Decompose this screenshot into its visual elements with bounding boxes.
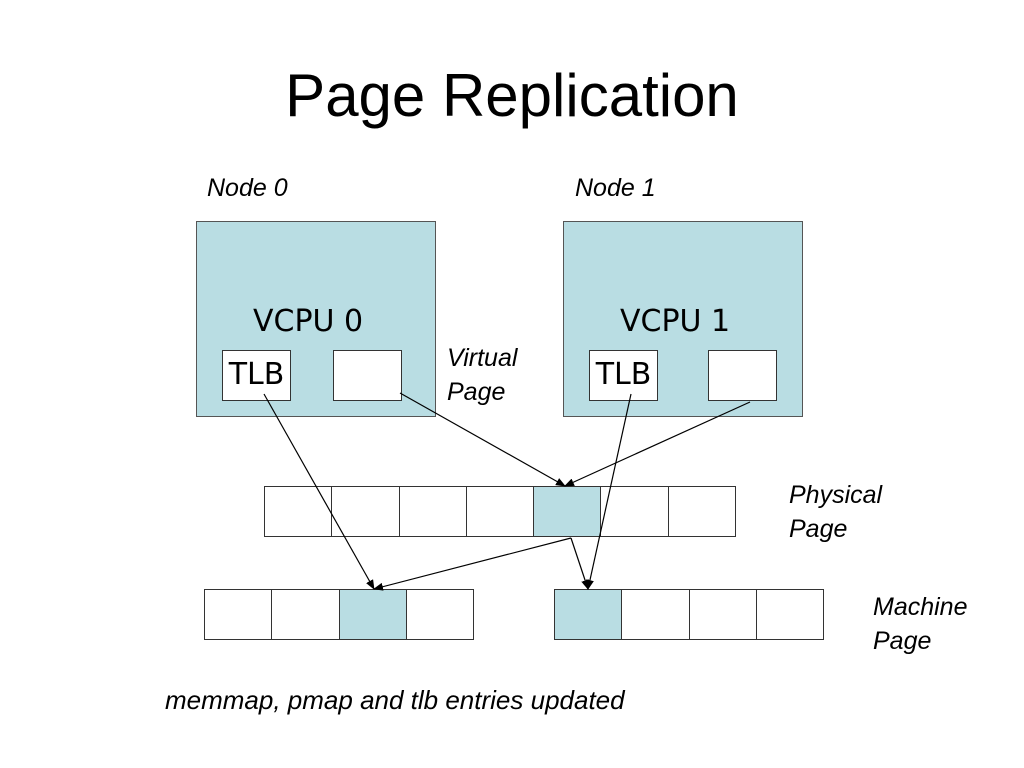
physical-page-cell [264,486,333,537]
caption: memmap, pmap and tlb entries updated [165,685,625,715]
machine-page-cell [405,589,475,640]
node-0-box: VCPU 0 TLB [196,221,436,417]
arrow-physical-to-machine-1 [570,537,589,590]
tlb-0: TLB [222,350,291,401]
slide-title: Page Replication [285,62,739,129]
node-1-box: VCPU 1 TLB [563,221,803,417]
machine-page-cell [621,589,690,640]
arrow-physical-to-machine-0 [373,537,572,591]
node-0-label: Node 0 [207,174,288,202]
machine-page-label-line2: Page [873,627,932,655]
arrow-tlb-1-to-machine [586,393,632,590]
machine-page-cell [755,589,825,640]
vcpu-1-label: VCPU 1 [620,304,731,339]
tlb-1: TLB [589,350,658,401]
machine-page-row-1 [554,589,825,640]
virtual-page-label-line1: Virtual [447,344,518,372]
virtual-page-0 [333,350,402,401]
virtual-page-1 [708,350,777,401]
physical-page-cell-highlighted [533,486,602,537]
physical-page-cell [398,486,467,537]
machine-page-cell [204,589,273,640]
machine-page-cell-highlighted [554,589,623,640]
arrow-virtual-0-to-physical [399,392,566,487]
machine-page-row-0 [204,589,475,640]
arrow-virtual-1-to-physical [564,401,751,487]
node-1-label: Node 1 [575,174,656,202]
physical-page-cell [331,486,400,537]
machine-page-label-line1: Machine [873,593,968,621]
machine-page-cell [271,589,340,640]
vcpu-0-label: VCPU 0 [253,304,364,339]
virtual-page-label-line2: Page [447,378,506,406]
machine-page-cell-highlighted [338,589,407,640]
physical-page-label-line2: Page [789,515,848,543]
physical-page-cell [667,486,737,537]
physical-page-cell [600,486,669,537]
physical-page-row [264,486,737,537]
arrow-tlb-0-to-machine [263,393,375,590]
physical-page-cell [465,486,535,537]
machine-page-cell [688,589,757,640]
physical-page-label-line1: Physical [789,481,883,509]
